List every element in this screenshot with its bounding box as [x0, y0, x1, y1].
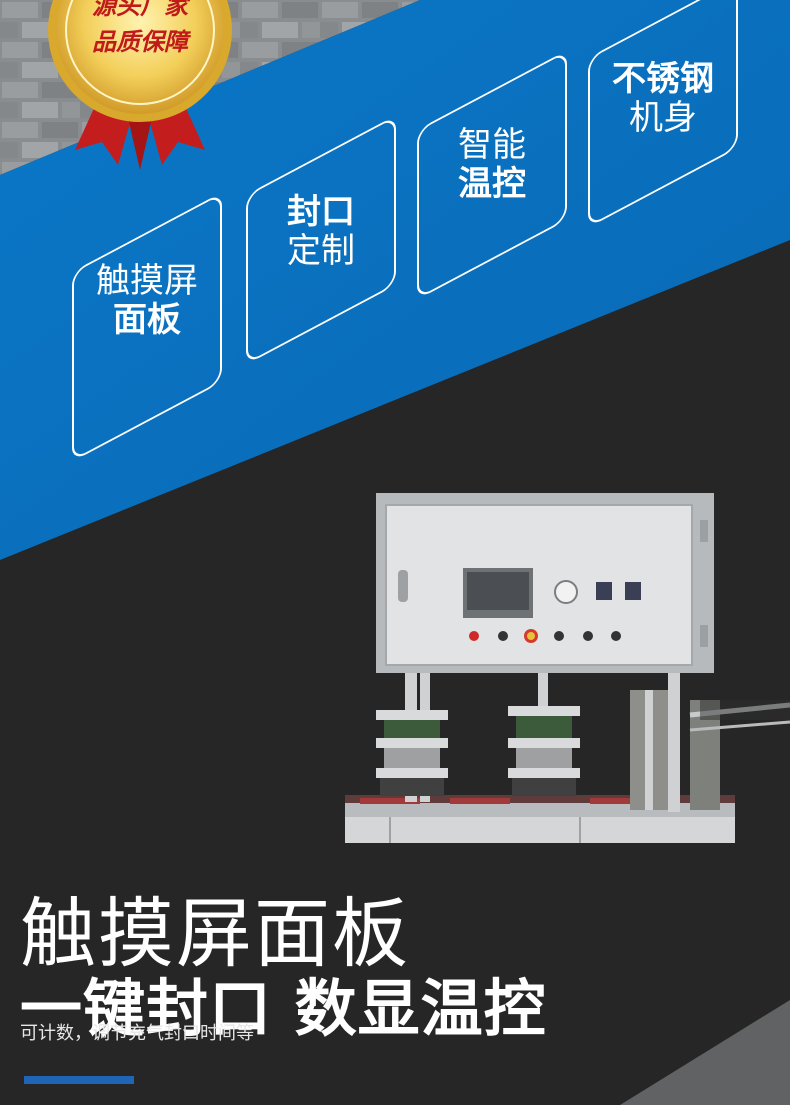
feature-line1: 智能 — [458, 125, 526, 165]
badge-line1: 源头厂家 — [92, 0, 192, 20]
quality-badge: 源头厂家 品质保障 — [48, 0, 232, 170]
feature-line2: 机身 — [629, 98, 697, 139]
feature-text-touchscreen: 触摸屏 面板 — [72, 261, 222, 341]
feeder-rails — [630, 690, 790, 810]
accent-bar — [24, 1076, 134, 1084]
feature-text-temp: 智能 温控 — [417, 125, 567, 205]
sealing-head-left — [376, 710, 448, 796]
feature-line1: 封口 — [287, 192, 355, 232]
feature-text-sealing: 封口 定制 — [246, 192, 396, 272]
feature-text-steel: 不锈钢 机身 — [588, 59, 738, 139]
main-title: 触摸屏面板 — [20, 889, 410, 978]
feature-line1: 触摸屏 — [96, 261, 198, 301]
feature-line2: 温控 — [458, 164, 526, 205]
feature-line1: 不锈钢 — [612, 59, 714, 99]
control-cabinet — [376, 493, 714, 673]
badge-line2: 品质保障 — [92, 27, 192, 56]
sealing-head-right — [508, 706, 580, 796]
main-subtitle: 一键封口 数显温控 — [20, 972, 547, 1045]
feature-line2: 定制 — [287, 231, 355, 272]
gold-seal — [48, 0, 232, 122]
feature-line2: 面板 — [113, 300, 181, 341]
main-note: 可计数，调节充气封口时间等 — [20, 1023, 254, 1044]
light-wedge — [620, 1000, 790, 1105]
